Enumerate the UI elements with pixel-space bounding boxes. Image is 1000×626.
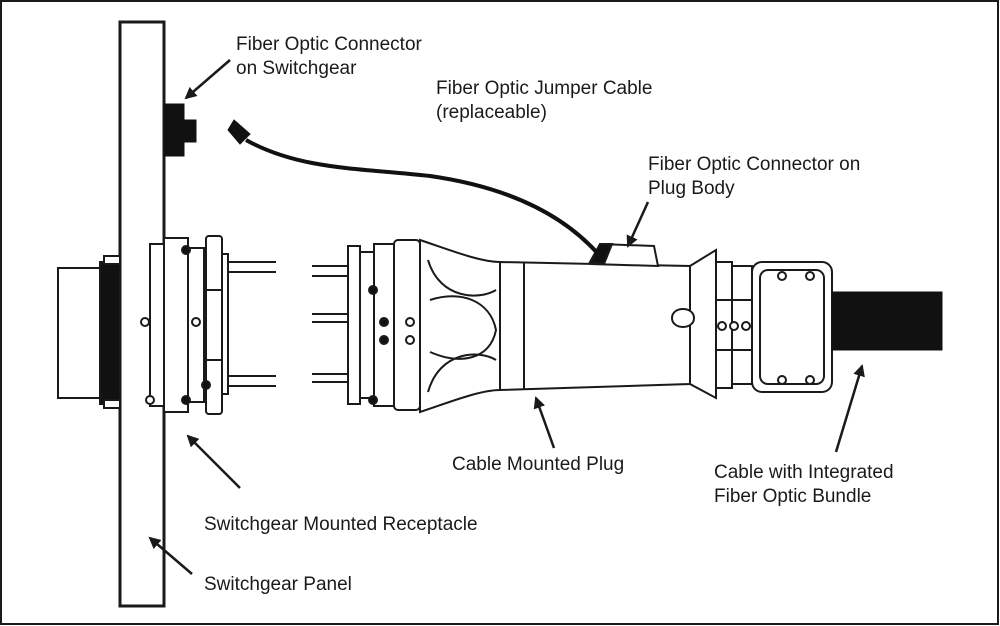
label-connector-plug-body: Fiber Optic Connector on Plug Body [648, 154, 866, 199]
callout-arrows [148, 59, 865, 575]
switchgear-mounted-receptacle [140, 235, 276, 415]
arrow-cable-bundle [834, 364, 865, 453]
label-receptacle: Switchgear Mounted Receptacle [204, 514, 478, 535]
arrow-receptacle [186, 434, 241, 489]
label-switchgear-panel: Switchgear Panel [204, 574, 352, 595]
label-jumper-cable: Fiber Optic Jumper Cable (replaceable) [436, 78, 658, 123]
arrow-cable-mounted-plug [533, 396, 556, 449]
label-cable-mounted-plug: Cable Mounted Plug [452, 454, 624, 475]
cable-mounted-plug [312, 238, 833, 414]
receptacle-rear-housing [57, 255, 121, 409]
switchgear-fiber-connector [163, 103, 197, 157]
label-connector-switchgear: Fiber Optic Connector on Switchgear [236, 34, 427, 79]
cable-integrated-fiber-bundle [831, 291, 943, 351]
arrow-switchgear-connector [184, 59, 231, 100]
label-cable-bundle: Cable with Integrated Fiber Optic Bundle [714, 462, 899, 507]
arrow-switchgear-panel [148, 536, 193, 575]
fiber-optic-jumper-cable [227, 119, 602, 258]
arrow-plug-body-connector [626, 201, 650, 248]
